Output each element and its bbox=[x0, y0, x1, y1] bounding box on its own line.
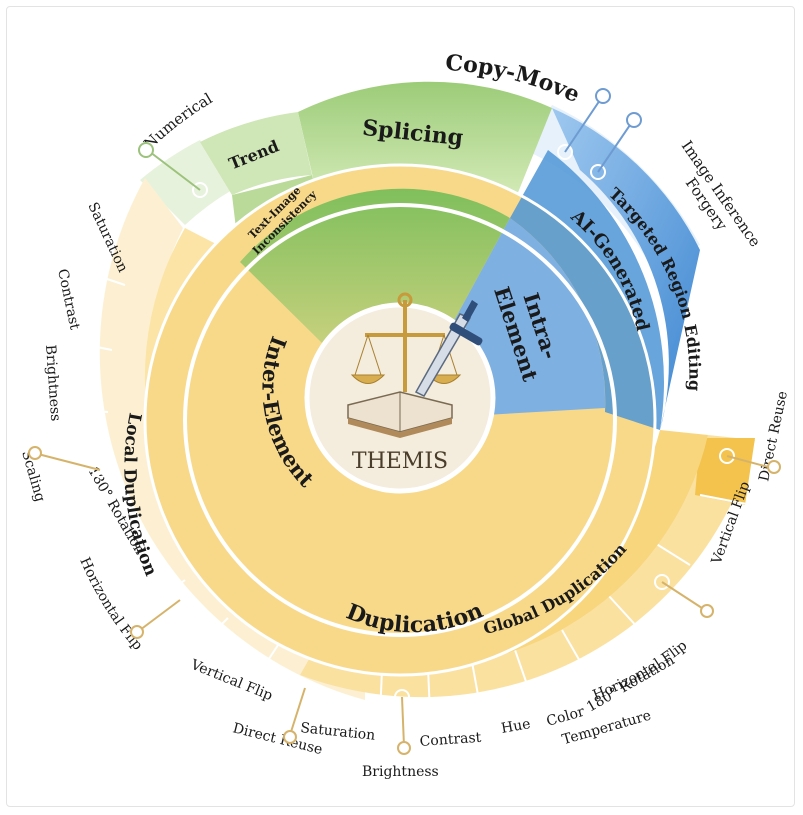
outer-separators bbox=[57, 269, 753, 716]
label-global-brightness: Brightness bbox=[362, 764, 439, 780]
label-global-contrast: Contrast bbox=[419, 730, 482, 750]
outer-segment-numerical bbox=[140, 140, 232, 225]
inner-ring bbox=[143, 150, 664, 677]
label-local-contrast: Contrast bbox=[54, 268, 83, 332]
label-local-vertical-flip: Vertical Flip bbox=[188, 656, 275, 704]
segment-intra-element-outer bbox=[510, 150, 664, 430]
segment-ai-generated bbox=[552, 108, 700, 430]
label-global-saturation: Saturation bbox=[300, 720, 376, 744]
outer-segment-vflip-direct bbox=[695, 438, 755, 505]
label-global-horizontal-flip: Horizontal Flip bbox=[591, 638, 691, 704]
label-global-hue: Hue bbox=[500, 716, 532, 737]
svg-text:Color: Color bbox=[545, 704, 587, 730]
segment-inter-element bbox=[240, 188, 510, 420]
frame-border bbox=[6, 6, 795, 807]
center-title: THEMIS bbox=[352, 449, 448, 474]
label-local-brightness: Brightness bbox=[42, 344, 63, 422]
segment-trend bbox=[200, 112, 312, 195]
svg-text:Horizontal Flip: Horizontal Flip bbox=[591, 638, 691, 704]
scales-book-sword-icon bbox=[347, 292, 483, 438]
pin-markers bbox=[28, 88, 781, 755]
center-hub: THEMIS bbox=[304, 292, 496, 494]
